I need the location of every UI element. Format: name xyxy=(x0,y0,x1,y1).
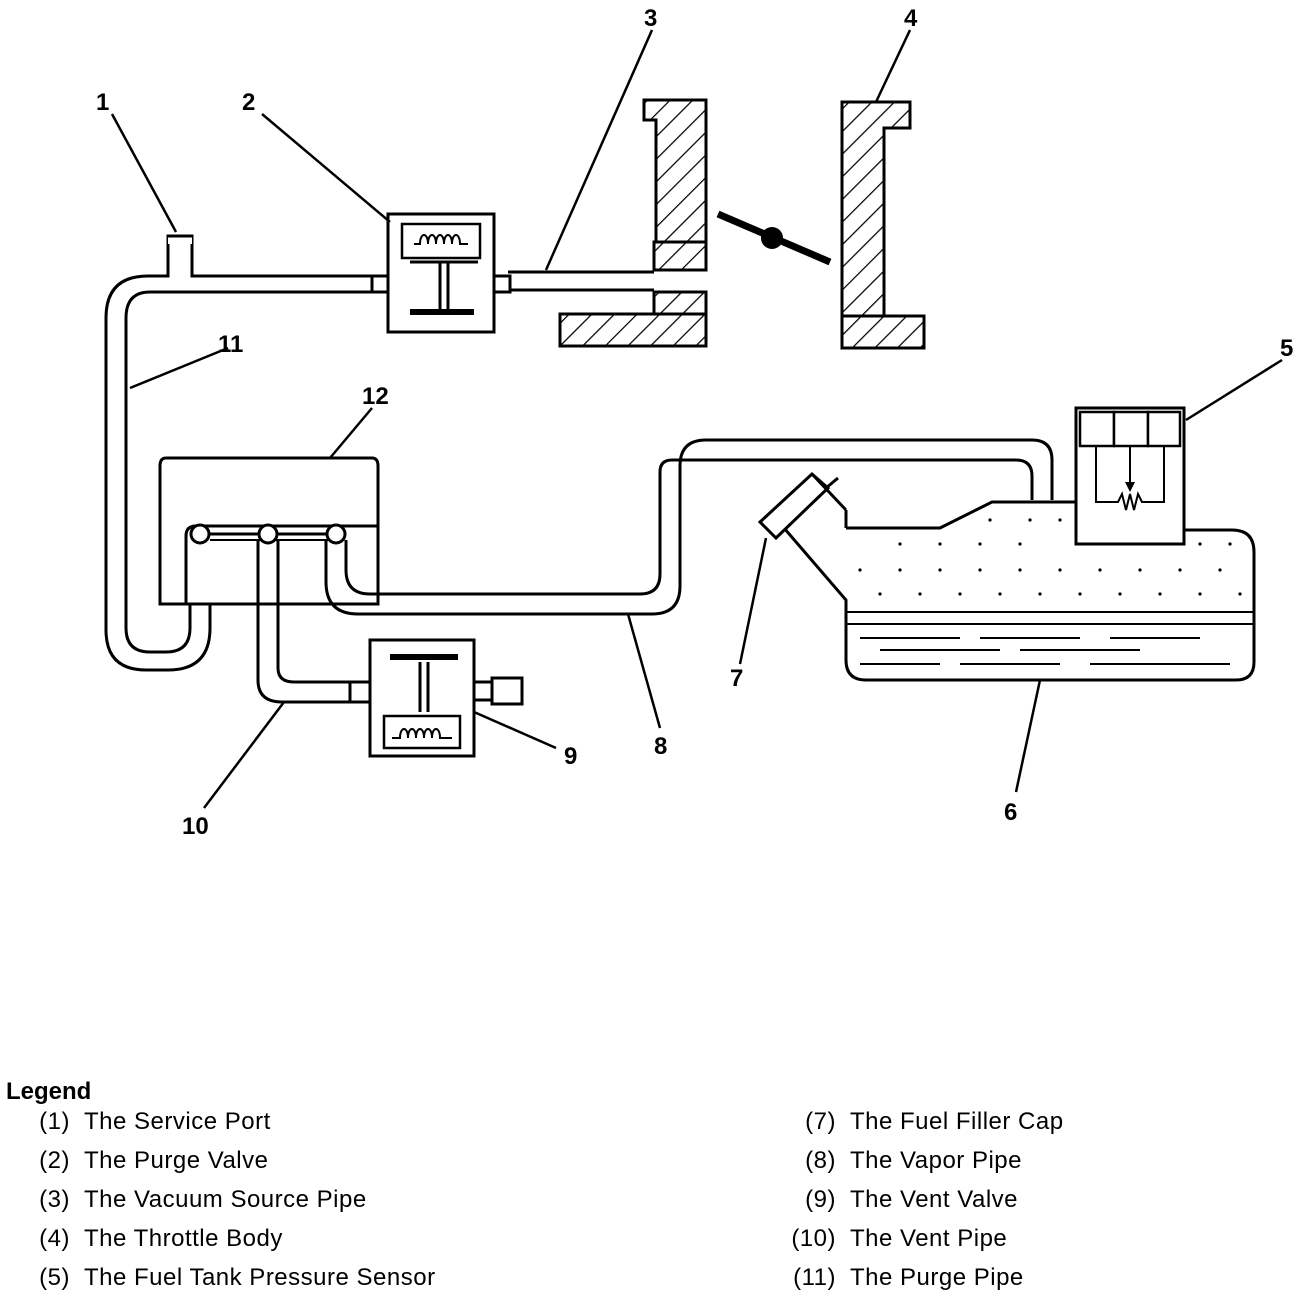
fuel-filler-cap xyxy=(757,471,848,541)
canister-port-left xyxy=(189,523,211,545)
vapor-pipe xyxy=(324,438,1054,616)
legend-item-label: The Vacuum Source Pipe xyxy=(84,1186,367,1213)
legend-item-number: (5) xyxy=(39,1264,70,1291)
legend-item: (9) The Vent Valve xyxy=(786,1186,1018,1214)
evap-system-diagram: 1 2 3 4 5 6 7 8 9 10 11 12 xyxy=(96,5,1293,840)
legend-item: (11) The Purge Pipe xyxy=(786,1264,1024,1292)
legend-item: (1) The Service Port xyxy=(34,1108,271,1136)
throttle-shaft xyxy=(761,227,783,249)
callout-3: 3 xyxy=(644,5,657,32)
throttle-body-base-left xyxy=(558,312,708,348)
legend-item-label: The Vent Valve xyxy=(850,1186,1018,1213)
legend-item-label: The Purge Valve xyxy=(84,1147,269,1174)
purge-valve xyxy=(370,212,512,334)
legend-title: Legend xyxy=(6,1078,92,1105)
callout-2: 2 xyxy=(242,89,255,116)
callout-4: 4 xyxy=(904,5,918,32)
legend-item-label: The Fuel Tank Pressure Sensor xyxy=(84,1264,436,1291)
legend-item-label: The Vapor Pipe xyxy=(850,1147,1022,1174)
throttle-port-upper xyxy=(652,240,708,272)
throttle-body-base-right xyxy=(840,314,926,350)
callout-9: 9 xyxy=(564,743,577,770)
callout-7: 7 xyxy=(730,665,743,692)
legend-item-label: The Purge Pipe xyxy=(850,1264,1024,1291)
legend-item: (8) The Vapor Pipe xyxy=(786,1147,1022,1175)
legend-item-number: (4) xyxy=(39,1225,70,1252)
legend-item-number: (3) xyxy=(39,1186,70,1213)
legend-item: (7) The Fuel Filler Cap xyxy=(786,1108,1064,1136)
throttle-body-left-wall xyxy=(642,98,708,244)
callouts: 1 2 3 4 5 6 7 8 9 10 11 12 xyxy=(96,5,1293,840)
fuel-tank xyxy=(782,500,1256,682)
legend-item: (5) The Fuel Tank Pressure Sensor xyxy=(34,1264,436,1292)
callout-11: 11 xyxy=(218,331,243,358)
throttle-body-right-wall xyxy=(840,100,912,318)
vapor-dots xyxy=(858,518,1242,596)
leader-lines xyxy=(110,29,1283,809)
evap-canister xyxy=(158,456,380,606)
callout-6: 6 xyxy=(1004,799,1017,826)
solenoid-coil xyxy=(414,234,468,245)
legend-item: (10) The Vent Pipe xyxy=(786,1225,1007,1253)
legend-item-number: (10) xyxy=(791,1225,836,1252)
legend-item: (2) The Purge Valve xyxy=(34,1147,269,1175)
legend-item-label: The Vent Pipe xyxy=(850,1225,1008,1252)
callout-8: 8 xyxy=(654,733,667,760)
callout-1: 1 xyxy=(96,89,109,116)
service-port xyxy=(168,234,192,244)
legend-item-label: The Throttle Body xyxy=(84,1225,283,1252)
vent-pipe xyxy=(256,540,350,704)
throttle-port-lower xyxy=(652,290,708,316)
legend-item-number: (8) xyxy=(805,1147,836,1174)
purge-pipe xyxy=(104,234,372,672)
legend-item-number: (7) xyxy=(805,1108,836,1135)
fuel-level-lines xyxy=(846,611,1254,665)
legend-item-label: The Fuel Filler Cap xyxy=(850,1108,1064,1135)
callout-12: 12 xyxy=(362,383,389,410)
vent-valve xyxy=(348,638,524,758)
legend-item: (3) The Vacuum Source Pipe xyxy=(34,1186,367,1214)
canister-port-right xyxy=(325,523,347,545)
legend-item-number: (2) xyxy=(39,1147,70,1174)
legend-item-label: The Service Port xyxy=(84,1108,271,1135)
legend-item-number: (9) xyxy=(805,1186,836,1213)
fuel-tank-pressure-sensor xyxy=(1074,406,1186,546)
vacuum-source-pipe xyxy=(508,270,654,292)
legend-item-number: (1) xyxy=(39,1108,70,1135)
legend-item-number: (11) xyxy=(793,1264,836,1291)
canister-port-middle xyxy=(257,523,279,545)
callout-10: 10 xyxy=(182,813,209,840)
legend-item: (4) The Throttle Body xyxy=(34,1225,283,1253)
throttle-body xyxy=(558,98,926,350)
legend: Legend (1) The Service Port (2) The Purge … xyxy=(0,1072,1312,1300)
callout-5: 5 xyxy=(1280,335,1293,362)
